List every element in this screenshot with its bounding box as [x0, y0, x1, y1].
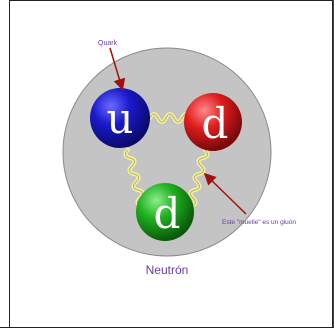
quark-up: u	[90, 88, 150, 148]
quark-down-red: d	[184, 93, 242, 151]
gluon-label: Este "muelle" es un gluón	[222, 219, 296, 226]
quark-up-letter: u	[106, 94, 133, 143]
gluon-spring-right-outline	[189, 149, 209, 207]
frame-border-left	[0, 0, 10, 328]
quark-arrow	[109, 47, 126, 91]
quark-down-red-letter: d	[202, 99, 229, 148]
frame-border-top	[0, 0, 334, 1]
quark-down-green: d	[136, 183, 194, 241]
quark-label: Quark	[98, 40, 118, 47]
quark-down-green-letter: d	[154, 189, 181, 238]
gluon-arrow	[203, 172, 247, 215]
frame-border-right	[332, 0, 333, 328]
neutron-title: Neutrón	[146, 263, 189, 277]
